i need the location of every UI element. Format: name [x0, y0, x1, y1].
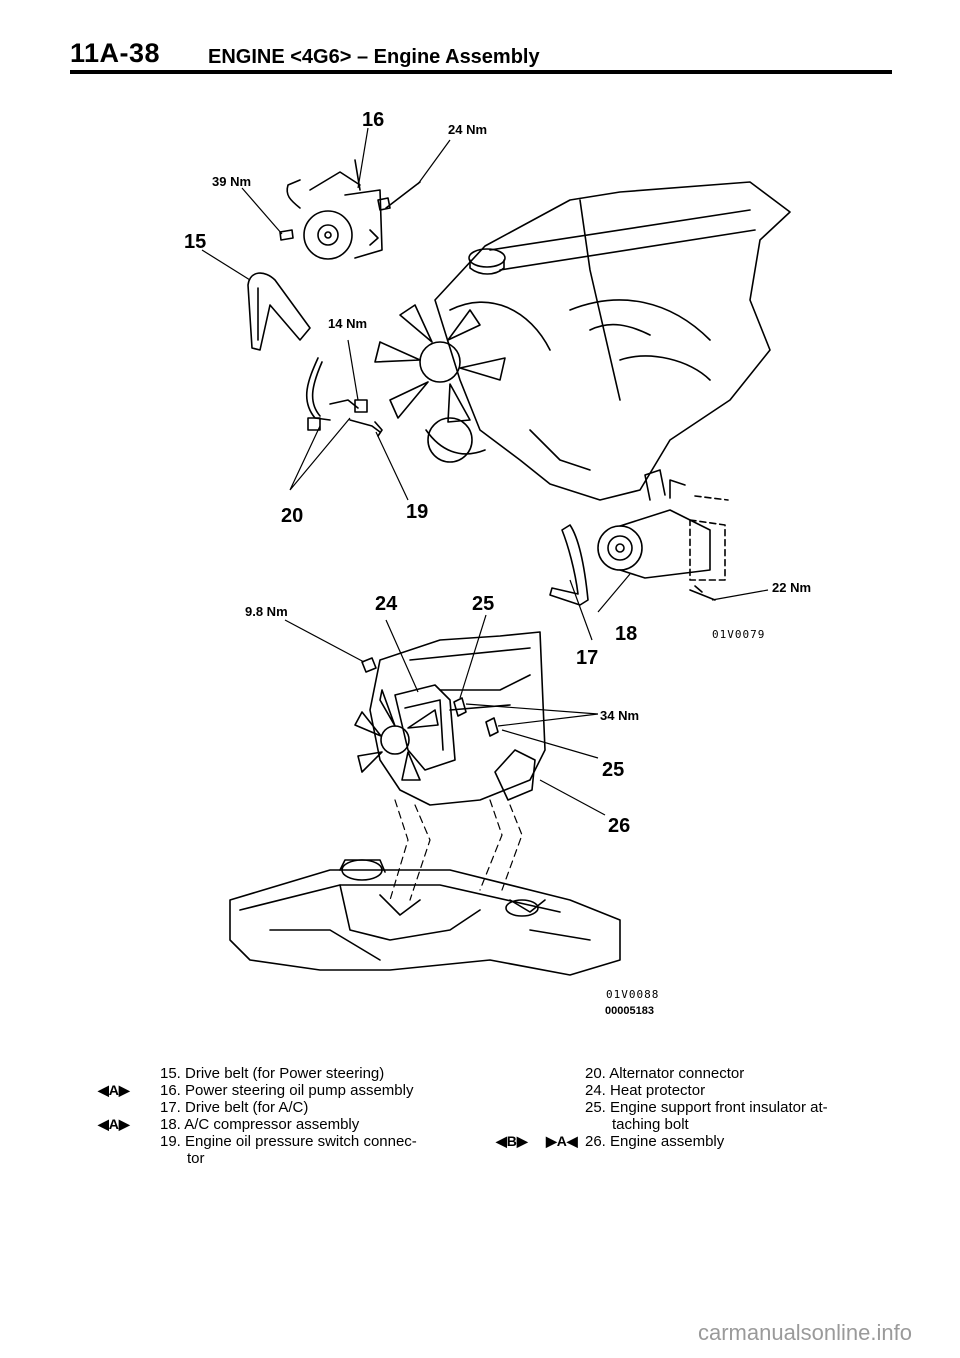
callout-25-bottom: 25 — [602, 759, 624, 781]
bolt-9-8nm — [361, 657, 377, 673]
page-title: ENGINE <4G6> – Engine Assembly — [208, 46, 540, 68]
bolt-39nm — [279, 229, 294, 241]
header-rule — [70, 70, 892, 74]
power-steering-pump — [286, 159, 383, 260]
callout-25-top: 25 — [472, 593, 494, 615]
oil-filler-cap — [468, 248, 506, 268]
legend-item-20: 20. Alternator connector — [585, 1065, 745, 1082]
watermark: carmanualsonline.info — [697, 1320, 912, 1345]
figure-code-upper: 01V0079 — [712, 628, 765, 641]
torque-14nm: 14 Nm — [328, 316, 367, 331]
bolt-24nm — [377, 181, 421, 211]
legend-item-17: 17. Drive belt (for A/C) — [160, 1099, 309, 1116]
bolt-34nm-a — [453, 697, 467, 717]
crossmember — [229, 869, 621, 976]
legend-item-18: 18. A/C compressor assembly — [160, 1116, 360, 1133]
diagram-svg: 16 24 Nm 39 Nm 15 14 Nm 20 19 22 Nm 9.8 … — [184, 109, 811, 1017]
legend-left: 15. Drive belt (for Power steering) 16. … — [160, 1065, 417, 1167]
callout-18: 18 — [615, 623, 637, 645]
callout-24: 24 — [375, 593, 398, 615]
callout-26: 26 — [608, 815, 630, 837]
callout-20: 20 — [281, 505, 303, 527]
legend-item-25-cont: taching bolt — [612, 1116, 689, 1133]
callout-15: 15 — [184, 231, 206, 253]
drive-belt-ac — [549, 524, 589, 606]
mark-a-16: ◀A▶ — [98, 1082, 130, 1098]
legend-item-16: 16. Power steering oil pump assembly — [160, 1082, 414, 1099]
bolt-22nm — [689, 585, 716, 601]
torque-39nm: 39 Nm — [212, 174, 251, 189]
legend-item-25: 25. Engine support front insulator at- — [585, 1099, 828, 1116]
engine-block-outline — [434, 181, 791, 501]
torque-34nm: 34 Nm — [600, 708, 639, 723]
torque-9-8nm: 9.8 Nm — [245, 604, 288, 619]
callout-17: 17 — [576, 647, 598, 669]
engine-assembly-diagram: 16 24 Nm 39 Nm 15 14 Nm 20 19 22 Nm 9.8 … — [150, 100, 870, 1030]
torque-24nm: 24 Nm — [448, 122, 487, 137]
mark-b-26: ◀B▶ — [496, 1133, 528, 1149]
figure-code-lower: 01V0088 — [606, 988, 659, 1001]
torque-22nm: 22 Nm — [772, 580, 811, 595]
legend-item-24: 24. Heat protector — [585, 1082, 706, 1099]
callout-19: 19 — [406, 501, 428, 523]
lower-fan — [354, 689, 439, 781]
heat-protector — [394, 684, 456, 771]
page-number: 11A-38 — [70, 38, 161, 68]
bolt-34nm-b — [485, 717, 499, 737]
legend-item-19: 19. Engine oil pressure switch connec- — [160, 1133, 417, 1150]
figure-doc-code: 00005183 — [605, 1005, 654, 1017]
drive-belt-ps — [247, 272, 311, 351]
alternator-harness — [305, 357, 383, 437]
legend-item-15: 15. Drive belt (for Power steering) — [160, 1065, 385, 1082]
alignment-guides — [389, 799, 523, 901]
lower-engine-block — [369, 631, 546, 806]
engine-support-insulator — [494, 749, 536, 801]
callout-16: 16 — [362, 109, 384, 131]
leader-lines — [201, 127, 769, 816]
mark-a-26-install: ▶A◀ — [546, 1133, 578, 1149]
legend-right: 20. Alternator connector 24. Heat protec… — [585, 1065, 828, 1150]
mark-a-18: ◀A▶ — [98, 1116, 130, 1132]
legend-item-26: 26. Engine assembly — [585, 1133, 725, 1150]
legend-item-19-cont: tor — [187, 1150, 205, 1167]
cooling-fan — [374, 304, 506, 463]
ac-compressor — [597, 469, 729, 581]
